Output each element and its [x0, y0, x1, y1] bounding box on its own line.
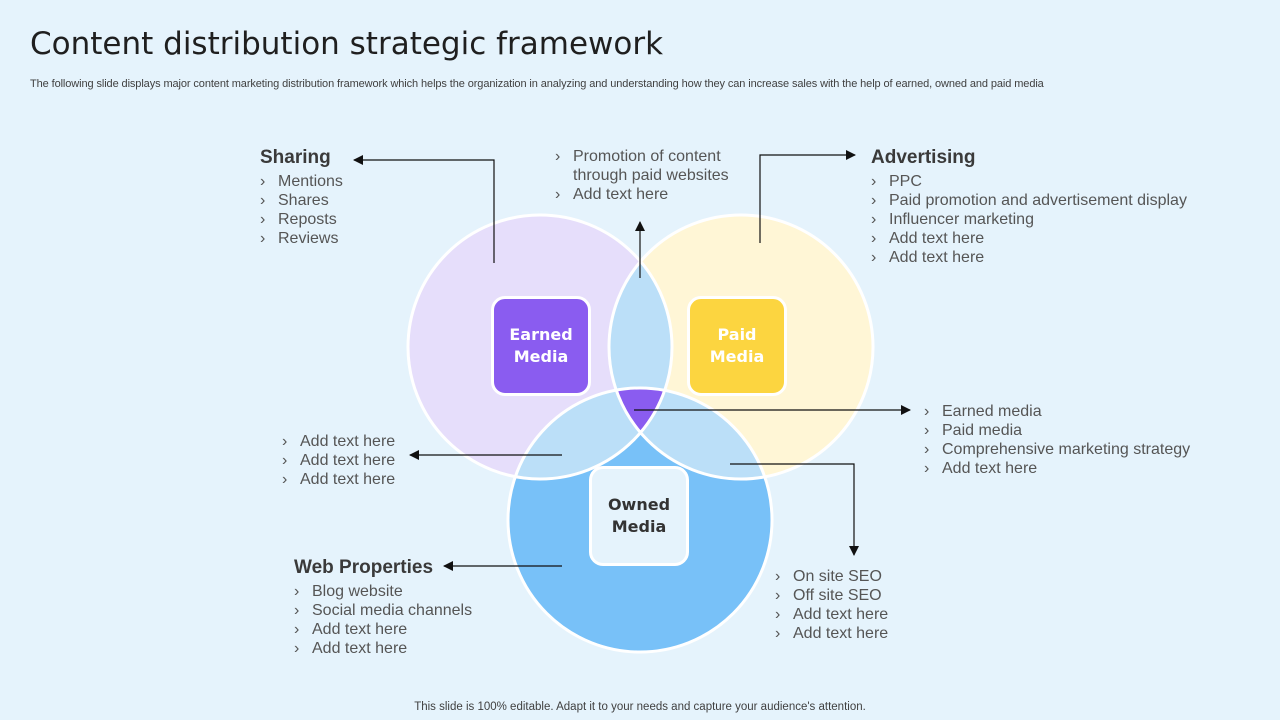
- list-item: Add text here: [282, 470, 395, 489]
- seo-block: On site SEO Off site SEO Add text here A…: [775, 567, 888, 643]
- center-block: Earned media Paid media Comprehensive ma…: [924, 402, 1190, 478]
- list-item: Reviews: [260, 229, 343, 248]
- slide-title: Content distribution strategic framework: [30, 26, 664, 62]
- list-item: Blog website: [294, 582, 472, 601]
- paid-owned-overlap: [609, 388, 772, 479]
- list-item: Add text here: [775, 624, 888, 643]
- list-item: Add text here: [775, 605, 888, 624]
- list-item: Add text here: [282, 451, 395, 470]
- paid-top-block: Promotion of content through paid websit…: [555, 147, 729, 204]
- earned-owned-block: Add text here Add text here Add text her…: [282, 432, 395, 489]
- arrow-advertising: [759, 150, 856, 243]
- list-item: Add text here: [294, 620, 472, 639]
- list-item: Add text here: [871, 229, 1187, 248]
- list-item: On site SEO: [775, 567, 888, 586]
- list-item: PPC: [871, 172, 1187, 191]
- earned-media-label-2: Media: [513, 347, 569, 366]
- advertising-heading: Advertising: [871, 147, 976, 168]
- arrow-paid-owned: [730, 463, 859, 556]
- list-item: Shares: [260, 191, 343, 210]
- list-item: Add text here: [924, 459, 1190, 478]
- advertising-block: Advertising PPC Paid promotion and adver…: [871, 147, 1187, 267]
- list-item: Add text here: [871, 248, 1187, 267]
- list-item: Mentions: [260, 172, 343, 191]
- sharing-block: Sharing Mentions Shares Reposts Reviews: [260, 147, 343, 248]
- list-item: through paid websites: [573, 167, 729, 184]
- list-item: Influencer marketing: [871, 210, 1187, 229]
- paid-media-label-1: Paid: [717, 325, 757, 344]
- arrow-sharing: [353, 155, 495, 263]
- list-item: Paid promotion and advertisement display: [871, 191, 1187, 210]
- list-item: Off site SEO: [775, 586, 888, 605]
- list-item: Comprehensive marketing strategy: [924, 440, 1190, 459]
- earned-outline: [406, 213, 674, 481]
- list-item: Add text here: [555, 185, 729, 204]
- earned-owned-overlap: [508, 388, 672, 479]
- web-properties-heading: Web Properties: [294, 557, 434, 578]
- owned-media-label-1: Owned: [607, 495, 671, 514]
- earned-media-label-1: Earned: [509, 325, 573, 344]
- list-item: Add text here: [294, 639, 472, 658]
- owned-outline: [506, 386, 774, 654]
- paid-outline: [607, 213, 875, 481]
- slide-footer: This slide is 100% editable. Adapt it to…: [414, 701, 866, 713]
- slide-subtitle: The following slide displays major conte…: [30, 78, 1044, 90]
- owned-media-label-2: Media: [611, 517, 667, 536]
- list-item: Social media channels: [294, 601, 472, 620]
- list-item: Earned media: [924, 402, 1190, 421]
- list-item: Paid media: [924, 421, 1190, 440]
- sharing-heading: Sharing: [260, 147, 331, 168]
- list-item: Reposts: [260, 210, 343, 229]
- web-properties-block: Web Properties Blog website Social media…: [294, 557, 472, 658]
- list-item: Promotion of content: [555, 147, 729, 166]
- paid-media-label-2: Media: [709, 347, 765, 366]
- list-item: Add text here: [282, 432, 395, 451]
